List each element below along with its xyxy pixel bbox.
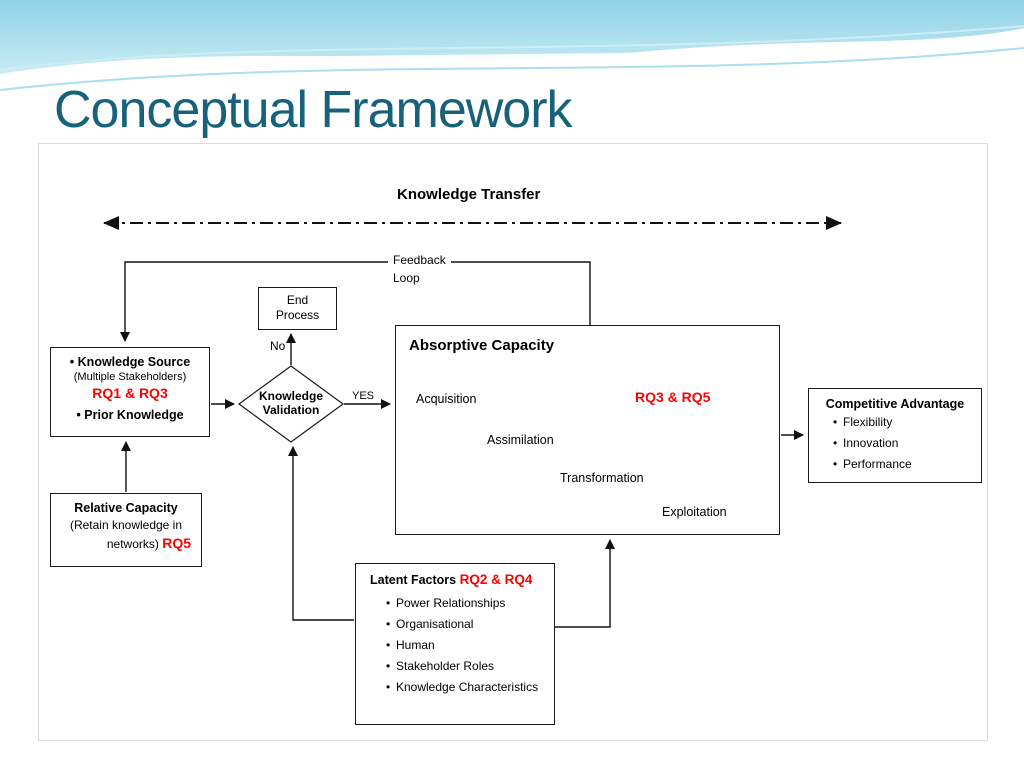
- latent-factors-rq: RQ2 & RQ4: [459, 572, 533, 587]
- latent-factors-item: Knowledge Characteristics: [366, 677, 548, 698]
- end-process-box: End Process: [258, 287, 337, 330]
- banner-waves: [0, 0, 1024, 110]
- knowledge-validation-line1: Knowledge: [258, 389, 323, 403]
- knowledge-transfer-label: Knowledge Transfer: [397, 186, 541, 203]
- relative-capacity-rq: RQ5: [162, 535, 191, 551]
- banner-stroke-3: [0, 25, 1024, 71]
- relative-capacity-line3: networks) RQ5: [106, 535, 191, 551]
- absorptive-capacity-title: Absorptive Capacity: [409, 337, 555, 354]
- feedback-loop-label: Feedback Loop: [388, 250, 451, 288]
- latent-factors-item: Power Relationships: [366, 593, 548, 614]
- absorptive-capacity-box: Absorptive Capacity RQ3 & RQ5 Acquisitio…: [395, 325, 780, 535]
- banner-stroke-1: [0, 34, 1024, 82]
- knowledge-source-box: • Knowledge Source (Multiple Stakeholder…: [50, 347, 210, 437]
- step-transformation: Transformation: [560, 471, 644, 485]
- competitive-advantage-item: Performance: [809, 454, 981, 475]
- feedback-label-line1: Feedback: [393, 253, 446, 267]
- latent-factors-box: Latent Factors RQ2 & RQ4 Power Relations…: [355, 563, 555, 725]
- knowledge-source-bullet2: • Prior Knowledge: [76, 408, 184, 422]
- step-acquisition: Acquisition: [416, 392, 477, 406]
- knowledge-source-subtitle: (Multiple Stakeholders): [73, 371, 187, 383]
- step-assimilation: Assimilation: [487, 433, 554, 447]
- competitive-advantage-title: Competitive Advantage: [825, 397, 965, 411]
- competitive-advantage-item: Flexibility: [809, 412, 981, 433]
- knowledge-validation-line2: Validation: [262, 403, 320, 417]
- no-label: No: [270, 339, 286, 353]
- latent-factors-title: Latent Factors: [370, 573, 457, 587]
- end-process-line2: Process: [275, 308, 320, 322]
- latent-factors-item: Organisational: [366, 614, 548, 635]
- absorptive-capacity-rq: RQ3 & RQ5: [635, 389, 711, 405]
- knowledge-source-title: • Knowledge Source: [69, 355, 191, 369]
- step-exploitation: Exploitation: [662, 505, 727, 519]
- relative-capacity-title: Relative Capacity: [74, 501, 178, 515]
- yes-label: YES: [352, 390, 375, 402]
- end-process-line1: End: [286, 293, 309, 307]
- page-title: Conceptual Framework: [54, 81, 573, 139]
- latent-factors-title-row: Latent Factors RQ2 & RQ4: [366, 572, 548, 587]
- knowledge-validation-label: Knowledge Validation: [247, 389, 335, 417]
- competitive-advantage-box: Competitive Advantage Flexibility Innova…: [808, 388, 982, 483]
- knowledge-source-rq: RQ1 & RQ3: [92, 385, 168, 401]
- relative-capacity-line2: (Retain knowledge in: [69, 518, 183, 532]
- latent-factors-item: Stakeholder Roles: [366, 656, 548, 677]
- feedback-label-line2: Loop: [393, 271, 420, 285]
- relative-capacity-box: Relative Capacity (Retain knowledge in n…: [50, 493, 202, 567]
- competitive-advantage-item: Innovation: [809, 433, 981, 454]
- latent-factors-item: Human: [366, 635, 548, 656]
- banner-stroke-2: [0, 47, 1024, 91]
